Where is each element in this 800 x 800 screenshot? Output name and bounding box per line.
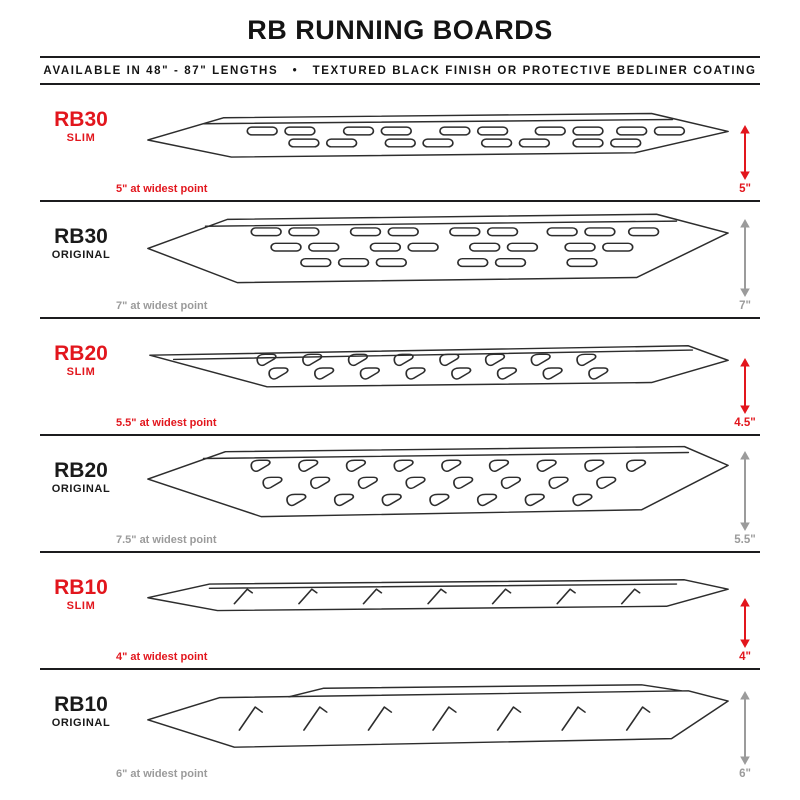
board-label-group: RB20 ORIGINAL [40,459,122,496]
rb30-slim-board-drawing [147,112,729,158]
board-row-rb10-slim: RB10 SLIM 4" at widest point 4" [40,553,760,670]
rb10-slim-board-drawing [147,579,729,612]
variant-label: SLIM [66,132,96,145]
side-measurement-group: 5.5" [732,436,758,551]
dimension-arrow-icon [740,598,750,648]
width-note: 6" at widest point [116,768,208,780]
side-measurement: 4" [739,651,751,663]
header-divider-top [40,56,760,58]
variant-label: SLIM [66,600,96,613]
rb20-slim-board-drawing [149,345,729,388]
header: RB RUNNING BOARDS AVAILABLE IN 48" - 87"… [0,0,800,85]
model-label: RB30 [54,225,108,248]
variant-label: ORIGINAL [51,483,111,496]
model-label: RB10 [54,693,108,716]
side-measurement: 7" [739,300,751,312]
model-label: RB20 [54,342,108,365]
board-label-group: RB10 ORIGINAL [40,693,122,730]
board-rows: RB30 SLIM 5" at widest point 5" RB30 ORI… [40,85,760,785]
side-measurement-group: 7" [732,202,758,317]
rb20-original-board-drawing [147,445,729,518]
width-note: 5" at widest point [116,183,208,195]
side-measurement: 5" [739,183,751,195]
rb10-original-board-drawing [147,684,729,748]
dimension-arrow-icon [740,125,750,180]
board-row-rb30-slim: RB30 SLIM 5" at widest point 5" [40,85,760,202]
side-measurement-group: 4" [732,553,758,668]
board-row-rb30-original: RB30 ORIGINAL 7" at widest point 7" [40,202,760,319]
rb30-original-board-drawing [147,213,729,284]
model-label: RB20 [54,459,108,482]
width-note: 5.5" at widest point [116,417,217,429]
dimension-arrow-icon [740,691,750,765]
width-note: 4" at widest point [116,651,208,663]
board-label-group: RB10 SLIM [40,576,122,613]
side-measurement: 5.5" [734,534,756,546]
variant-label: ORIGINAL [51,249,111,262]
width-note: 7" at widest point [116,300,208,312]
header-subtitle: AVAILABLE IN 48" - 87" LENGTHS • TEXTURE… [43,65,757,77]
board-row-rb10-original: RB10 ORIGINAL 6" at widest point 6" [40,670,760,785]
dimension-arrow-icon [740,358,750,414]
board-row-rb20-original: RB20 ORIGINAL 7.5" at widest point 5.5" [40,436,760,553]
side-measurement: 6" [739,768,751,780]
header-divider-bottom [40,83,760,85]
board-row-rb20-slim: RB20 SLIM 5.5" at widest point 4.5" [40,319,760,436]
page-title: RB RUNNING BOARDS [247,15,553,45]
variant-label: SLIM [66,366,96,379]
dimension-arrow-icon [740,451,750,531]
side-measurement-group: 4.5" [732,319,758,434]
board-label-group: RB30 SLIM [40,108,122,145]
variant-label: ORIGINAL [51,717,111,730]
model-label: RB10 [54,576,108,599]
dimension-arrow-icon [740,219,750,297]
board-label-group: RB30 ORIGINAL [40,225,122,262]
board-label-group: RB20 SLIM [40,342,122,379]
model-label: RB30 [54,108,108,131]
side-measurement: 4.5" [734,417,756,429]
side-measurement-group: 6" [732,670,758,785]
width-note: 7.5" at widest point [116,534,217,546]
side-measurement-group: 5" [732,85,758,200]
